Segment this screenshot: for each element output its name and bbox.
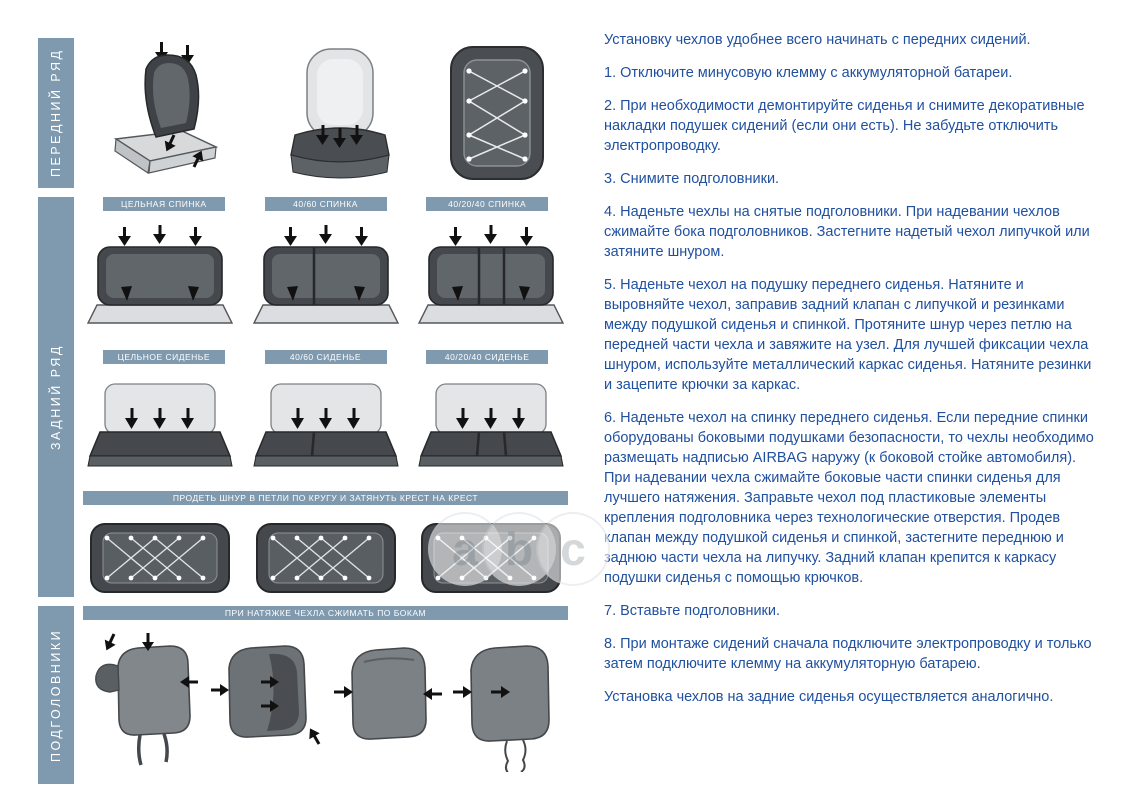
instruction-step-5: 5. Наденьте чехол на подушку переднего с… xyxy=(604,277,1092,393)
cushion-figures-row xyxy=(83,378,568,478)
rear-cushion-402040-illustration xyxy=(418,383,564,467)
instruction-step-4: 4. Наденьте чехлы на снятые подголовники… xyxy=(604,204,1090,260)
rear-cushion-4060-illustration xyxy=(252,383,399,467)
instruction-step-2: 2. При необходимости демонтируйте сидень… xyxy=(604,98,1085,154)
header-solid-backrest: ЦЕЛЬНАЯ СПИНКА xyxy=(102,197,225,211)
rear-cushion-solid-illustration xyxy=(87,383,233,467)
header-lacing: ПРОДЕТЬ ШНУР В ПЕТЛИ ПО КРУГУ И ЗАТЯНУТЬ… xyxy=(83,491,568,506)
header-402040-backrest: 40/20/40 СПИНКА xyxy=(426,197,549,211)
front-row-figures xyxy=(83,38,568,188)
front-backrest-lacing-illustration xyxy=(450,46,545,180)
rear-backrest-solid-illustration xyxy=(86,224,234,324)
instruction-step-6: 6. Наденьте чехол на спинку переднего си… xyxy=(604,410,1094,586)
instructions-outro: Установка чехлов на задние сиденья осуще… xyxy=(604,689,1054,705)
cushion-header-row: ЦЕЛЬНОЕ СИДЕНЬЕ 40/60 СИДЕНЬЕ 40/20/40 С… xyxy=(83,350,568,365)
diagram-panel: ПЕРЕДНИЙ РЯД xyxy=(38,38,568,793)
headrest-figures-row xyxy=(83,620,568,784)
lacing-panel-illustration xyxy=(90,522,230,593)
section-label-headrests: ПОДГОЛОВНИКИ xyxy=(38,606,74,784)
lace-header-row: ПРОДЕТЬ ШНУР В ПЕТЛИ ПО КРУГУ И ЗАТЯНУТЬ… xyxy=(83,491,568,506)
instruction-step-7: 7. Вставьте подголовники. xyxy=(604,603,781,619)
front-seat-cover-pull-illustration xyxy=(290,48,391,179)
back-row-figures: ЦЕЛЬНАЯ СПИНКА 40/60 СПИНКА 40/20/40 СПИ… xyxy=(83,197,568,597)
backrest-header-row: ЦЕЛЬНАЯ СПИНКА 40/60 СПИНКА 40/20/40 СПИ… xyxy=(83,197,568,211)
lace-figures-row xyxy=(83,519,568,597)
header-solid-cushion: ЦЕЛЬНОЕ СИДЕНЬЕ xyxy=(102,350,225,365)
lacing-panel-illustration xyxy=(421,522,561,593)
header-headrest: ПРИ НАТЯЖКЕ ЧЕХЛА СЖИМАТЬ ПО БОКАМ xyxy=(83,606,568,620)
header-4060-cushion: 40/60 СИДЕНЬЕ xyxy=(264,350,387,365)
rear-backrest-4060-illustration xyxy=(252,224,399,324)
instruction-step-3: 3. Снимите подголовники. xyxy=(604,171,780,187)
header-402040-cushion: 40/20/40 СИДЕНЬЕ xyxy=(426,350,549,365)
lacing-panel-illustration xyxy=(255,522,396,593)
section-label-back-row: ЗАДНИЙ РЯД xyxy=(38,197,74,597)
headrest-cords-illustration xyxy=(453,645,551,772)
headrest-header-row: ПРИ НАТЯЖКЕ ЧЕХЛА СЖИМАТЬ ПО БОКАМ xyxy=(83,606,568,620)
headrest-cover-open-illustration xyxy=(210,645,321,745)
front-seat-side-illustration xyxy=(113,42,219,175)
section-label-front-row: ПЕРЕДНИЙ РЯД xyxy=(38,38,74,188)
instruction-step-1: 1. Отключите минусовую клемму с аккумуля… xyxy=(604,65,1013,81)
rear-backrest-402040-illustration xyxy=(417,224,565,324)
headrests-section: ПОДГОЛОВНИКИ ПРИ НАТЯЖКЕ ЧЕХЛА СЖИМАТЬ П… xyxy=(38,606,568,784)
instructions-text: Установку чехлов удобнее всего начинать … xyxy=(604,30,1101,720)
instruction-step-8: 8. При монтаже сидений сначала подключит… xyxy=(604,636,1092,672)
front-row-section: ПЕРЕДНИЙ РЯД xyxy=(38,38,568,188)
back-row-section: ЗАДНИЙ РЯД ЦЕЛЬНАЯ СПИНКА 40/60 СПИНКА 4… xyxy=(38,197,568,597)
backrest-figures-row xyxy=(83,224,568,337)
headrest-squeeze-illustration xyxy=(334,647,443,740)
instructions-intro: Установку чехлов удобнее всего начинать … xyxy=(604,32,1031,48)
headrest-cover-flap-illustration xyxy=(94,633,198,766)
headrest-figures: ПРИ НАТЯЖКЕ ЧЕХЛА СЖИМАТЬ ПО БОКАМ xyxy=(83,606,568,784)
header-4060-backrest: 40/60 СПИНКА xyxy=(264,197,387,211)
